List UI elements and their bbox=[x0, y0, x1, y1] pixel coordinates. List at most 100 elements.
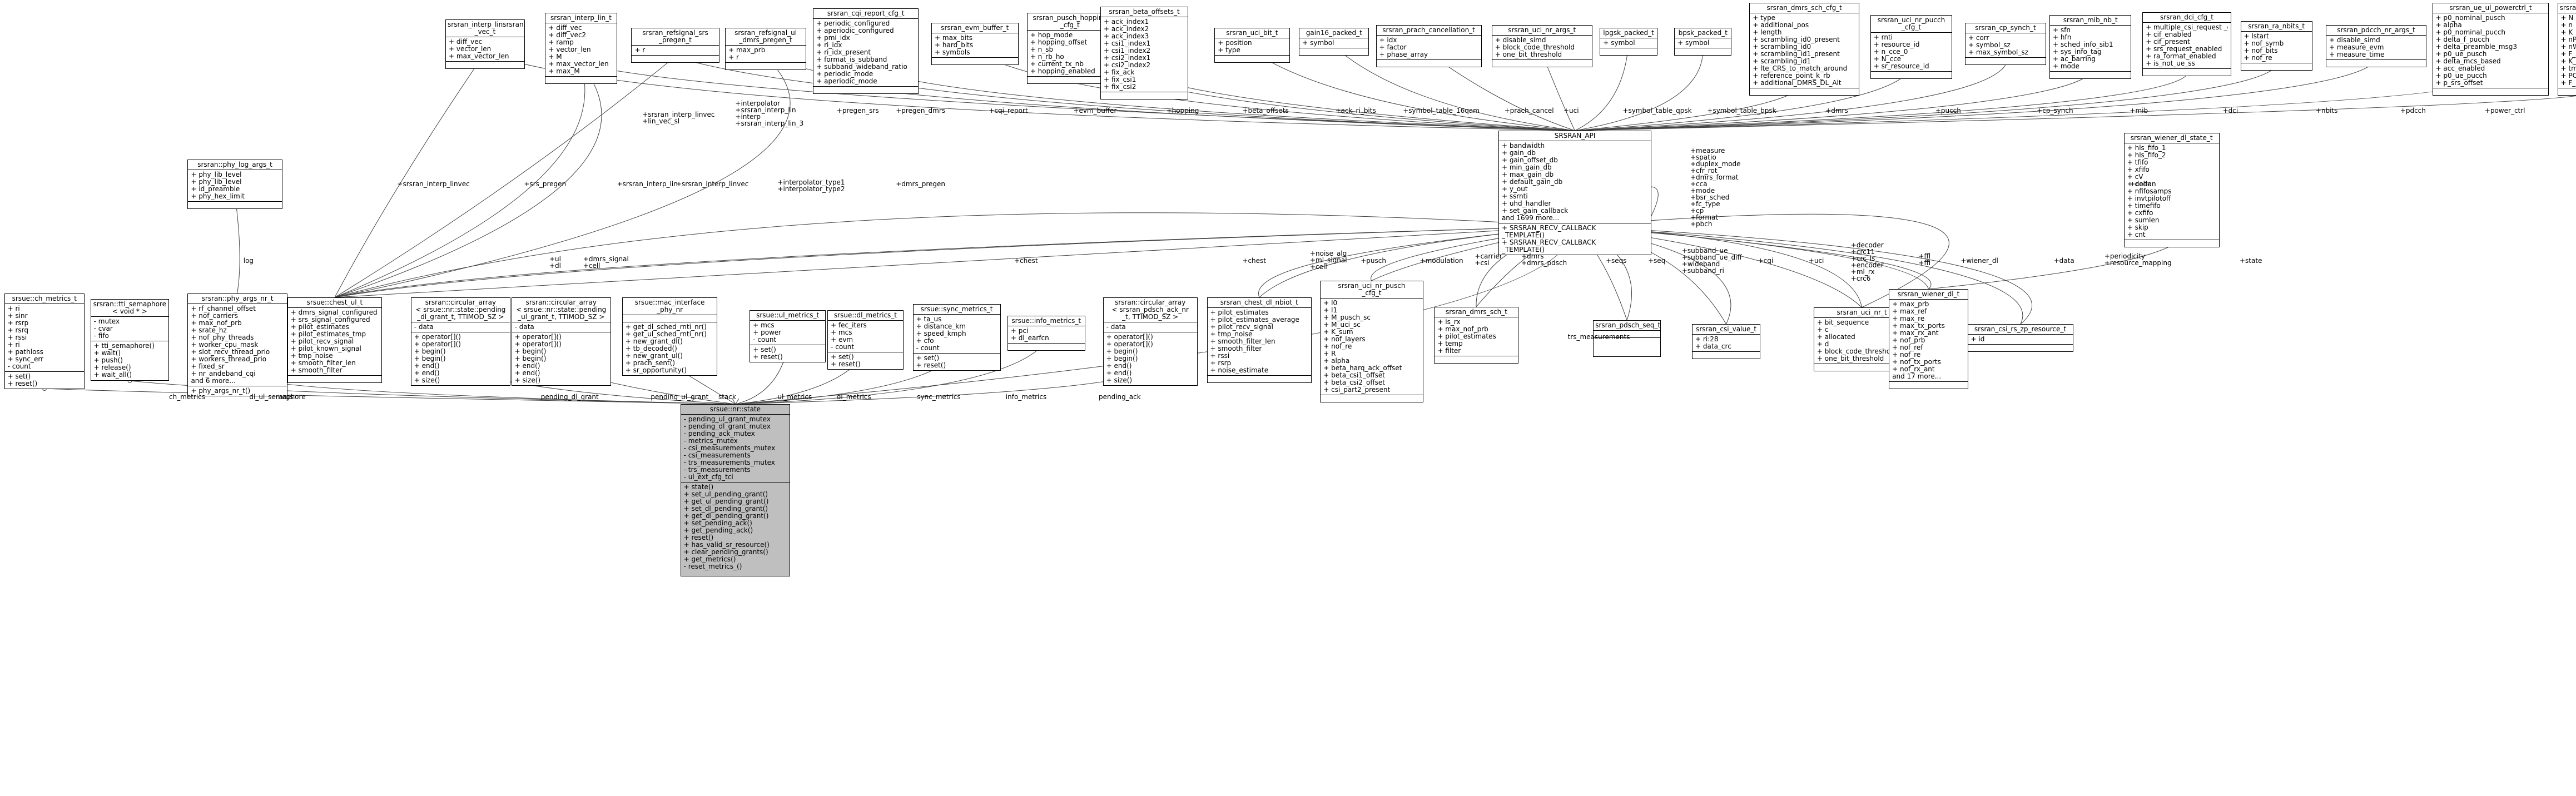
attribute-list: + phy_lib_level+ phy_lib_level+ id_pream… bbox=[188, 170, 282, 202]
attribute: + N bbox=[2560, 14, 2574, 22]
class-title: srsran_uci_nr_args_t bbox=[1492, 26, 1592, 36]
class-box-phy-args-nr[interactable]: srsran::phy_args_nr_t+ rf_channel_offset… bbox=[187, 293, 287, 396]
class-box-uci-bit[interactable]: srsran_uci_bit_t+ position+ type bbox=[1214, 28, 1290, 63]
attribute: - count bbox=[7, 363, 31, 370]
attribute: - pending_ul_grant_mutex bbox=[683, 416, 771, 423]
edge-label: +power_ctrl bbox=[2484, 107, 2525, 115]
class-box-circ-dl-grant[interactable]: srsran::circular_array < srsue::nr::stat… bbox=[410, 297, 511, 386]
attribute: - mutex bbox=[93, 318, 120, 325]
operation-list: + operator[]()+ operator[]()+ begin()+ b… bbox=[512, 332, 611, 385]
attribute: + factor bbox=[1379, 44, 1407, 51]
attribute: + nof_symb bbox=[2244, 40, 2284, 47]
attribute: + pathloss bbox=[7, 349, 43, 356]
operation: + reset() bbox=[7, 380, 38, 387]
class-box-phy-log-args[interactable]: srsran::phy_log_args_t+ phy_lib_level+ p… bbox=[187, 160, 282, 209]
class-box-tti-semaphore[interactable]: srsran::tti_semaphore < void * >- mutex-… bbox=[90, 299, 169, 381]
class-box-ul-metrics[interactable]: srsue::ul_metrics_t+ mcs+ power- count+ … bbox=[750, 310, 826, 362]
attribute-list: + hls_fifo_1+ hls_fifo_2+ tfifo+ xfifo+ … bbox=[2124, 143, 2219, 240]
edge-label: +cqi bbox=[1758, 257, 1774, 265]
class-box-dmrs-sch-cfg[interactable]: srsran_dmrs_sch_cfg_t+ type+ additional_… bbox=[1749, 3, 1859, 96]
attribute: + gain_offset_db bbox=[1501, 157, 1558, 164]
attribute-list: + idx+ factor+ phase_array bbox=[1376, 36, 1481, 60]
class-box-ue-chest-ul[interactable]: srsue::chest_ul_t+ dmrs_signal_configure… bbox=[287, 297, 383, 383]
class-box-ue-ch-metrics[interactable]: srsue::ch_metrics_t+ ri+ sinr+ rsrp+ rsr… bbox=[4, 293, 85, 389]
attribute: + M_uci_sc bbox=[1323, 321, 1361, 329]
attribute-list: + r bbox=[632, 46, 719, 56]
class-box-evm-buffer[interactable]: srsran_evm_buffer_t+ max_bits+ hard_bits… bbox=[931, 23, 1019, 65]
edge-label: +chest bbox=[1014, 257, 1038, 265]
class-box-interp-lin[interactable]: srsran_interp_lin_t+ diff_vec+ diff_vec2… bbox=[545, 13, 617, 84]
attribute: + M_pusch_sc bbox=[1323, 314, 1371, 321]
class-box-state[interactable]: srsue::nr::state- pending_ul_grant_mutex… bbox=[680, 404, 791, 576]
class-box-dmrs-sch[interactable]: srsran_dmrs_sch_t+ is_rx+ max_nof_prb+ p… bbox=[1434, 307, 1519, 364]
class-box-chest-dl-nbiot[interactable]: srsran_chest_dl_nbiot_t+ pilot_estimates… bbox=[1207, 297, 1312, 383]
edge-label: +periodicity +resource_mapping bbox=[2104, 252, 2172, 267]
edge-label: +seq bbox=[1648, 257, 1666, 265]
attribute: + mcs bbox=[831, 329, 852, 336]
edge-label: +pucch bbox=[1935, 107, 1961, 115]
class-box-uci-nr-pucch[interactable]: srsran_uci_nr_pucch _cfg_t+ rnti+ resour… bbox=[1870, 15, 1953, 79]
operation: - reset_metrics_() bbox=[683, 563, 742, 570]
class-title: srsran_polar_code_t bbox=[2558, 3, 2576, 13]
attribute: + format_is_subband bbox=[816, 56, 887, 63]
class-box-refsignal-ul-dmrs[interactable]: srsran_refsignal_ul _dmrs_pregen_t+ max_… bbox=[725, 28, 807, 70]
operation: + operator[]() bbox=[1106, 334, 1153, 341]
class-box-beta-offsets[interactable]: srsran_beta_offsets_t+ ack_index1+ ack_i… bbox=[1100, 7, 1189, 100]
attribute: + additional_pos bbox=[1753, 22, 1809, 29]
class-title: srsran_wiener_dl_state_t bbox=[2124, 133, 2219, 143]
class-box-gain16-packed[interactable]: gain16_packed_t+ symbol bbox=[1299, 28, 1369, 56]
class-box-circ-pdsch-ack[interactable]: srsran::circular_array < srsran_pdsch_ac… bbox=[1103, 297, 1198, 386]
attribute: + nof_re bbox=[1892, 351, 1921, 359]
attribute: + corr bbox=[1968, 34, 1989, 42]
edge-label: pending_ack bbox=[1099, 393, 1141, 401]
association-edge bbox=[1575, 53, 2378, 131]
class-box-circ-ul-grant[interactable]: srsran::circular_array < srsue::nr::stat… bbox=[511, 297, 611, 386]
attribute: + multiple_csi_request _enabled bbox=[2146, 24, 2228, 31]
class-box-mib-nb[interactable]: srsran_mib_nb_t+ sfn+ hfn+ sched_info_si… bbox=[2049, 15, 2132, 79]
class-box-dl-metrics[interactable]: srsue::dl_metrics_t+ fec_iters+ mcs+ evm… bbox=[827, 310, 904, 370]
attribute: + allocated bbox=[1816, 334, 1855, 341]
class-box-prach-cancel[interactable]: srsran_prach_cancellation_t+ idx+ factor… bbox=[1376, 25, 1482, 67]
operation-list bbox=[1208, 376, 1311, 382]
attribute: + nof_bits bbox=[2244, 47, 2278, 54]
class-box-info-metrics[interactable]: srsue::info_metrics_t+ pci+ dl_earfcn bbox=[1007, 316, 1085, 351]
association-edge bbox=[1575, 46, 1629, 131]
class-box-pdsch-seq[interactable]: srsran_pdsch_seq_t bbox=[1593, 320, 1661, 357]
class-box-bpsk-packed[interactable]: bpsk_packed_t+ symbol bbox=[1674, 28, 1732, 56]
attribute: + lte_CRS_to_match_around bbox=[1753, 65, 1848, 72]
class-box-sync-metrics[interactable]: srsue::sync_metrics_t+ ta_us+ distance_k… bbox=[912, 304, 1001, 371]
attribute: + additional_DMRS_DL_Alt bbox=[1753, 79, 1842, 87]
attribute: + nPC bbox=[2560, 36, 2576, 43]
operation: + get_pending_ack() bbox=[683, 527, 753, 534]
class-box-ue-ul-powerctrl[interactable]: srsran_ue_ul_powerctrl_t+ p0_nominal_pus… bbox=[2432, 3, 2549, 96]
attribute: + phy_lib_level bbox=[191, 171, 242, 178]
class-box-uci-nr-pusch-cfg[interactable]: srsran_uci_nr_pusch _cfg_t+ l0+ l1+ M_pu… bbox=[1320, 281, 1423, 402]
operation-list bbox=[2433, 88, 2549, 95]
class-box-pusch-hopping[interactable]: srsran_pusch_hopping _cfg_t+ hop_mode+ h… bbox=[1026, 13, 1113, 84]
operation: + begin() bbox=[1106, 355, 1138, 362]
class-box-lpgsk-packed[interactable]: lpgsk_packed_t+ symbol bbox=[1600, 28, 1657, 56]
attribute: + d bbox=[1816, 341, 1829, 348]
class-box-mac-iface-phy[interactable]: srsue::mac_interface _phy_nr+ get_dl_sch… bbox=[622, 297, 718, 376]
class-box-cqi-report-cfg[interactable]: srsran_cqi_report_cfg_t+ periodic_config… bbox=[813, 8, 919, 94]
class-box-uci-nr-args[interactable]: srsran_uci_nr_args_t+ disable_simd+ bloc… bbox=[1491, 25, 1592, 67]
class-box-refsignal-srs[interactable]: srsran_refsignal_srs _pregen_t+ r bbox=[631, 28, 719, 63]
operation-list: + set()+ reset() bbox=[5, 372, 84, 389]
class-box-interp-linsrsran[interactable]: srsran_interp_linsrsran _vec_t+ diff_vec… bbox=[445, 19, 525, 69]
class-box-csi-value[interactable]: srsran_csi_value_t+ ri:28+ data_crc bbox=[1692, 324, 1761, 359]
class-box-polar-code[interactable]: srsran_polar_code_t+ N+ n+ K+ nPC+ nWmPC… bbox=[2557, 3, 2576, 96]
class-title: srsran_cqi_report_cfg_t bbox=[813, 9, 919, 19]
attribute: + workers_thread_prio bbox=[191, 356, 267, 363]
class-box-dci-cfg[interactable]: srsran_dci_cfg_t+ multiple_csi_request _… bbox=[2142, 12, 2231, 76]
class-box-cp-synch[interactable]: srsran_cp_synch_t+ corr+ symbol_sz+ max_… bbox=[1965, 23, 2046, 65]
class-box-ra-nbits[interactable]: srsran_ra_nbits_t+ lstart+ nof_symb+ nof… bbox=[2240, 21, 2312, 71]
class-box-wiener-dl[interactable]: srsran_wiener_dl_t+ max_prb+ max_ref+ ma… bbox=[1889, 289, 1969, 389]
operation: + get_ul_sched_rnti_nr() bbox=[625, 331, 707, 338]
class-box-csi-rs-zp[interactable]: srsran_csi_rs_zp_resource_t+ id bbox=[1967, 324, 2073, 352]
operation-list bbox=[1008, 344, 1085, 350]
class-box-wiener-state[interactable]: srsran_wiener_dl_state_t+ hls_fifo_1+ hl… bbox=[2123, 133, 2220, 247]
class-box-srsran-api[interactable]: SRSRAN_API+ bandwidth+ gain_db+ gain_off… bbox=[1498, 131, 1652, 255]
operation: + size() bbox=[414, 377, 440, 384]
class-box-pdcch-nr-args[interactable]: srsran_pdcch_nr_args_t+ disable_simd+ me… bbox=[2326, 25, 2426, 67]
attribute: + nWmPC bbox=[2560, 43, 2576, 51]
